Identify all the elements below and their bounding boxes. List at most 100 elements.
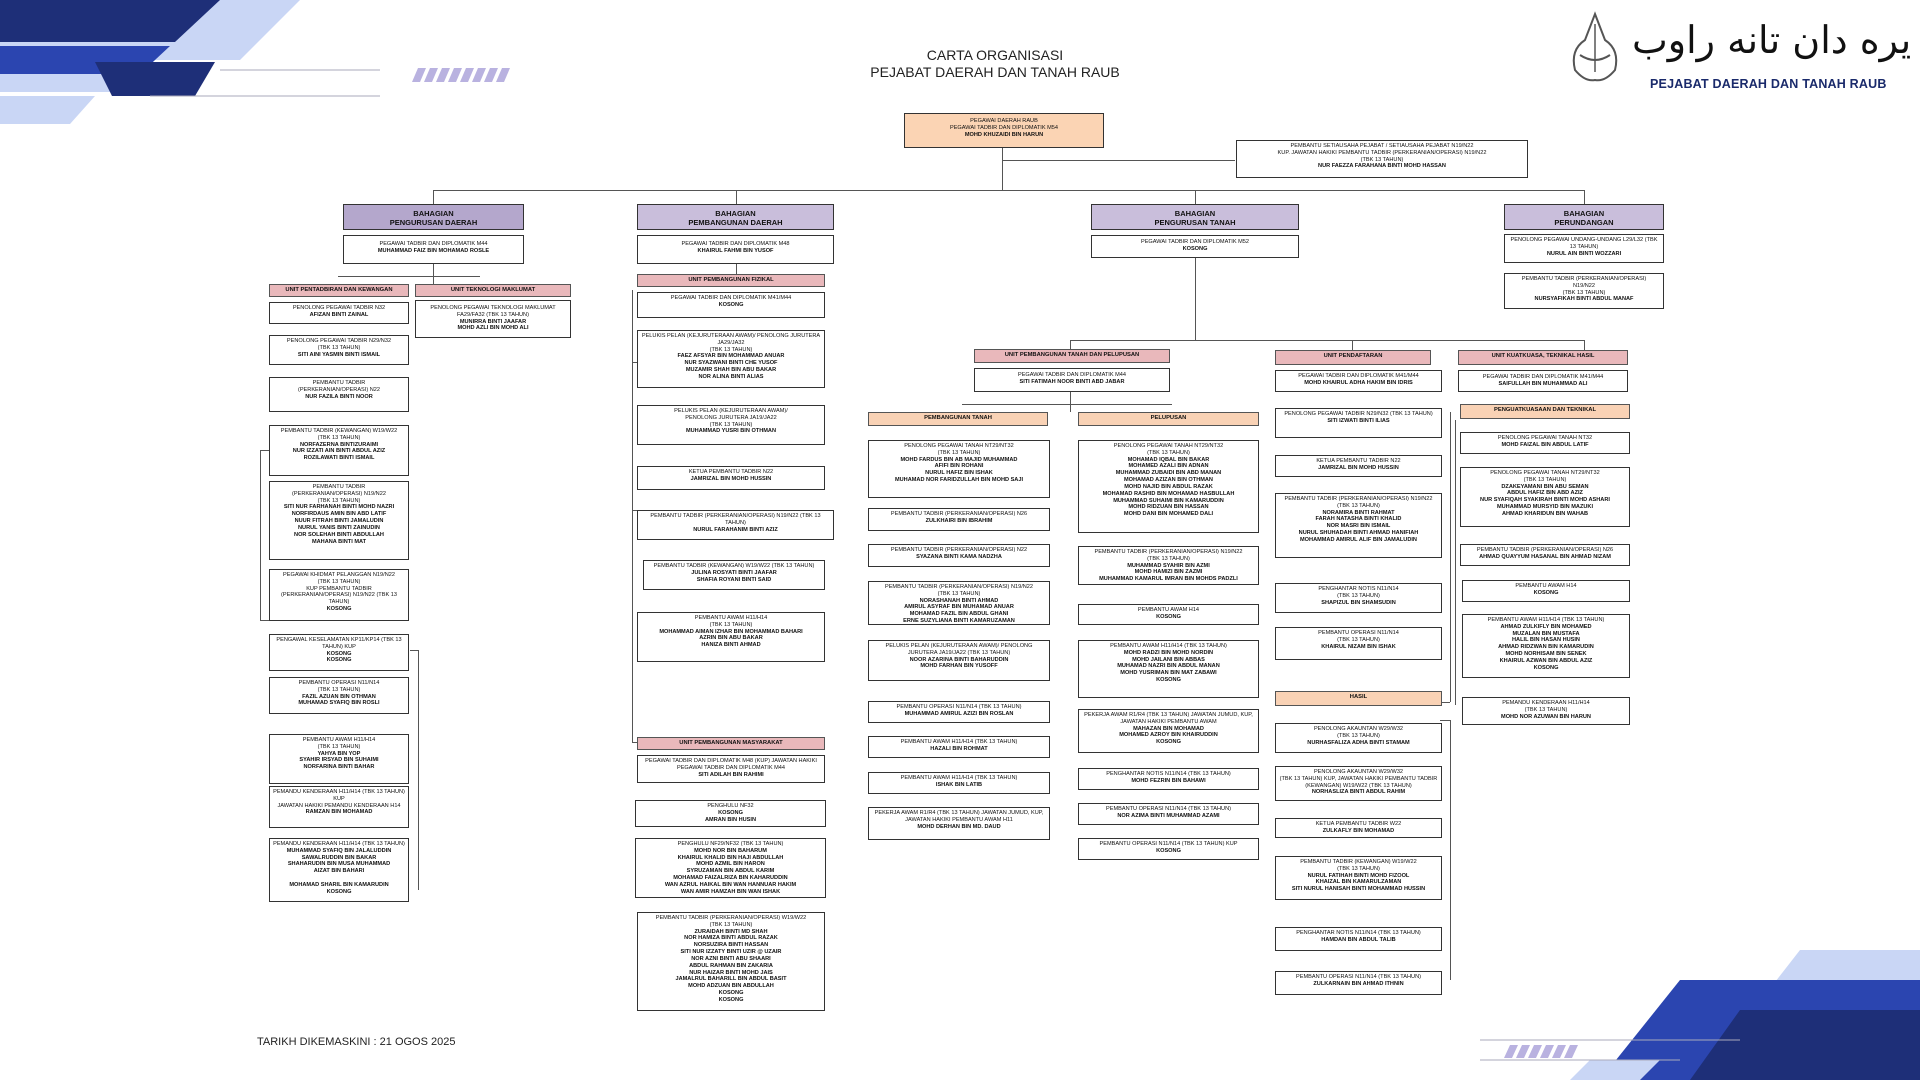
connector (260, 450, 270, 451)
name: HAMDAN BIN ABDUL TALIB (1321, 936, 1396, 943)
connector (433, 264, 434, 284)
name: KHAIRUL FAHMI BIN YUSOF (697, 247, 774, 254)
name: ISHAK BIN LATIB (935, 781, 983, 788)
staff-box: PEMANDU KENDERAAN H11/H14 (TBK 13 TAHUN)… (269, 786, 409, 828)
name: ZULKHAIRI BIN IBRAHIM (925, 517, 993, 524)
connector (1070, 392, 1071, 412)
staff-box: PEMBANTU AWAM H11/H14 (TBK 13 TAHUN)HAZA… (868, 736, 1050, 758)
role: PEMBANTU AWAM H11/H14 (TBK 13 TAHUN) (1487, 617, 1605, 623)
role: PEMBANTU TADBIR (PERKERANIAN/OPERASI) N2… (890, 547, 1028, 553)
staff-box: PEMBANTU TADBIR (PERKERANIAN/OPERASI) N1… (1078, 546, 1259, 585)
name: MOHD FARDUS BIN AB MAJID MUHAMMAD AFIFI … (894, 456, 1024, 484)
name: AHMAD ZULKIFLY BIN MOHAMED MUZALAN BIN M… (1498, 623, 1594, 671)
role: PEMBANTU AWAM H11/H14 (TBK 13 TAHUN) (900, 739, 1018, 745)
staff-box: PENGAWAL KESELAMATAN KP11/KP14 (TBK 13 T… (269, 634, 409, 671)
role: PEKERJA AWAM R1/R4 (TBK 13 TAHUN) JAWATA… (1084, 712, 1253, 725)
unit-ti-header: UNIT TEKNOLOGI MAKLUMAT (415, 284, 571, 297)
connector (1584, 190, 1585, 204)
staff-box: PENGHANTAR NOTIS N11/N14 (TBK 13 TAHUN)H… (1275, 927, 1442, 951)
connector (632, 510, 640, 511)
name: SITI IZWATI BINTI ILIAS (1327, 417, 1390, 424)
name: NOOR AZARINA BINTI BAHARUDDIN MOHD FARHA… (909, 656, 1009, 670)
name: NOR AZIMA BINTI MUHAMMAD AZAMI (1117, 812, 1220, 819)
role: PEMBANTU TADBIR (PERKERANIAN/OPERASI) W1… (655, 915, 807, 928)
role: PEMBANTU TADBIR (PERKERANIAN/OPERASI) N1… (1094, 549, 1243, 562)
name: MOHD FEZRIN BIN BAHAWI (1131, 777, 1206, 784)
connector (736, 264, 737, 274)
role: PEMANDU KENDERAAN H11/H14 (TBK 13 TAHUN) (1502, 700, 1590, 713)
role: PEGAWAI TADBIR DAN DIPLOMATIK M44 (379, 241, 488, 247)
staff-box: PEMBANTU AWAM H11/H14 (TBK 13 TAHUN)AHMA… (1462, 614, 1630, 678)
staff-box: PELUKIS PELAN (KEJURUTERAAN AWAM)/ PENOL… (637, 405, 825, 445)
connector (1002, 148, 1003, 190)
connector (338, 276, 480, 277)
pd-head-box: PEGAWAI TADBIR DAN DIPLOMATIK M44 MUHAMM… (343, 235, 524, 264)
connector (1440, 720, 1450, 721)
bahagian-pengurusan-daerah-header: BAHAGIAN PENGURUSAN DAERAH (343, 204, 524, 230)
name: MUHAMMAD AMIRUL AZIZI BIN ROSLAN (904, 710, 1014, 717)
role: PENOLONG PEGAWAI TEKNOLOGI MAKLUMAT FA29… (430, 305, 556, 318)
connector (1584, 340, 1585, 350)
role: PEMBANTU AWAM H14 (1137, 607, 1200, 613)
name: NURSYAFIKAH BINTI ABDUL MANAF (1534, 296, 1634, 303)
staff-box: PEMBANTU OPERASI N11/N14 (TBK 13 TAHUN) … (1078, 838, 1259, 860)
name: NURUL FARAHANIM BINTI AZIZ (693, 526, 778, 533)
staff-box: PENOLONG AKAUNTAN W29/W32 (TBK 13 TAHUN)… (1275, 723, 1442, 753)
name: KHAIRUL NIZAM BIN ISHAK (1321, 643, 1396, 650)
name: MOHD KHUZAIDI BIN HARUN (964, 131, 1044, 138)
role: PEGAWAI TADBIR DAN DIPLOMATIK M48 (681, 241, 790, 247)
name: KOSONG AMRAN BIN HUSIN (705, 809, 756, 823)
role: PEMBANTU TADBIR (PERKERANIAN/OPERASI) N1… (1284, 496, 1433, 509)
role: PEGAWAI TADBIR DAN DIPLOMATIK M48 (KUP) … (645, 758, 817, 771)
name: KOSONG (1182, 245, 1208, 252)
role: PENOLONG PEGAWAI TANAH NT29/NT32 (TBK 13… (904, 443, 1014, 456)
name: KOSONG (1156, 613, 1181, 620)
staff-box: PENGHANTAR NOTIS N11/N14 (TBK 13 TAHUN)S… (1275, 583, 1442, 613)
staff-box: PEMBANTU TADBIR (PERKERANIAN/OPERASI) N2… (868, 544, 1050, 567)
staff-box: PEMBANTU AWAM H11/H14 (TBK 13 TAHUN)MOHD… (1078, 640, 1259, 698)
staff-box: PEMBANTU AWAM H11/H14 (TBK 13 TAHUN)YAHY… (269, 734, 409, 784)
staff-box: PENOLONG PEGAWAI TANAH NT29/NT32 (TBK 13… (868, 440, 1050, 498)
role: PEMBANTU AWAM H11/H14 (TBK 13 TAHUN) (900, 775, 1018, 781)
name: SITI FATIMAH NOOR BINTI ABD JABAR (1019, 378, 1125, 385)
staff-box: PELUKIS PELAN (KEJURUTERAAN AWAM)/ PENOL… (637, 330, 825, 388)
pt-unit-head-box: PEGAWAI TADBIR DAN DIPLOMATIK M44 SITI F… (974, 368, 1170, 392)
name: NORASHANAH BINTI AHMAD AMIRUL ASYRAF BIN… (903, 597, 1015, 625)
role: PENOLONG AKAUNTAN W29/W32 (TBK 13 TAHUN) (1313, 726, 1404, 739)
role: PENOLONG PEGAWAI TANAH NT32 (1497, 435, 1593, 441)
name: JAMRIZAL BIN MOHD HUSSIN (1318, 464, 1399, 471)
unit-hasil-header: HASIL (1275, 691, 1442, 706)
kuatkuasa-head-box: PEGAWAI TADBIR DAN DIPLOMATIK M41/M44 SA… (1458, 370, 1628, 392)
staff-box: PENGHULU NF29/NF32 (TBK 13 TAHUN)MOHD NO… (635, 838, 826, 898)
role: KETUA PEMBANTU TADBIR N22 (1316, 458, 1401, 464)
name: MUNIRRA BINTI JAAFAR MOHD AZLI BIN MOHD … (457, 318, 529, 332)
role: PENGAWAL KESELAMATAN KP11/KP14 (TBK 13 T… (276, 637, 402, 650)
logo-script: ڤجابت دايره دان تانه راوب (1632, 18, 1912, 62)
staff-box: PENOLONG PEGAWAI TANAH NT29/NT32 (TBK 13… (1078, 440, 1259, 533)
staff-box: PENOLONG PEGAWAI TADBIR N29/N32 (TBK 13 … (1275, 408, 1442, 438)
name: SITI AINI YASMIN BINTI ISMAIL (297, 351, 381, 358)
role: PEMBANTU OPERASI N11/N14 (TBK 13 TAHUN) (298, 680, 380, 693)
role: PEMBANTU OPERASI N11/N14 (TBK 13 TAHUN) (1106, 806, 1231, 812)
role: PENGHULU NF29/NF32 (TBK 13 TAHUN) (677, 841, 784, 847)
staff-box: PENOLONG PEGAWAI TANAH NT29/NT32 (TBK 13… (1460, 467, 1630, 527)
staff-box: PEMBANTU TADBIR (PERKERANIAN/OPERASI) N1… (269, 481, 409, 560)
staff-box: PEMBANTU TADBIR (KEWANGAN) W19/W22 (TBK … (643, 560, 825, 590)
role: PEMBANTU TADBIR (PERKERANIAN/OPERASI) N2… (297, 380, 381, 393)
name: ZULKARNAIN BIN AHMAD ITHNIN (1313, 980, 1404, 987)
connector (260, 620, 270, 621)
staff-box: PEGAWAI KHIDMAT PELANGGAN N19/N22 (TBK 1… (269, 569, 409, 621)
staff-box: PEMBANTU TADBIR (KEWANGAN) W19/W22 (TBK … (1275, 856, 1442, 900)
name: MUHAMMAD SYAFIQ BIN JALALUDDIN SAWALRUDD… (286, 847, 392, 895)
staff-box: PEMBANTU TADBIR (PERKERANIAN/OPERASI) N2… (269, 377, 409, 412)
name: FAZIL AZUAN BIN OTHMAN MUHAMAD SYAFIQ BI… (298, 693, 380, 707)
staff-box: PEMBANTU TADBIR (PERKERANIAN/OPERASI) N1… (1504, 273, 1664, 309)
name: NORHASLIZA BINTI ABDUL RAHIM (1311, 789, 1406, 796)
role: PENOLONG PEGAWAI TADBIR N32 (292, 305, 386, 311)
